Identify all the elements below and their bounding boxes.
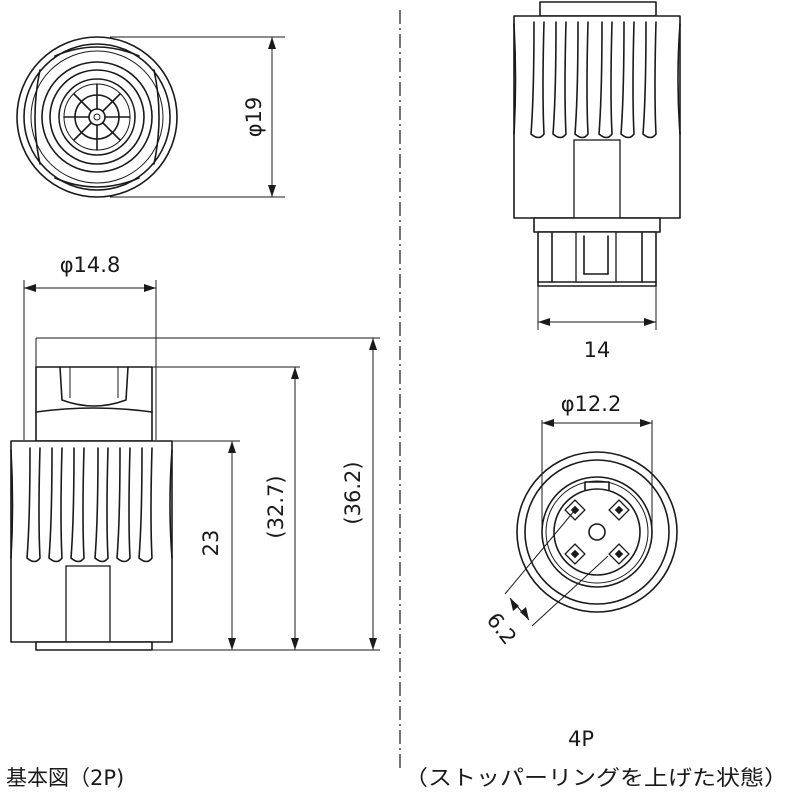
end-view-4p	[504, 420, 678, 627]
dim-length-short: (32.7)	[264, 367, 299, 650]
dim-label-36-2: (36.2)	[341, 461, 365, 524]
caption-basic-2p: 基本図（2P)	[6, 766, 124, 790]
dim-label-32-7: (32.7)	[264, 475, 288, 538]
dim-length-long: (36.2)	[341, 338, 377, 650]
dim-label-19: φ19	[242, 97, 266, 138]
knurl-ring	[30, 46, 164, 188]
dim-label-23: 23	[199, 530, 223, 557]
dim-pin-spacing: 6.2	[482, 597, 530, 649]
side-view-2p	[10, 280, 380, 651]
dim-body-height: 23	[199, 441, 236, 650]
side-view-4p	[513, 1, 681, 330]
dim-end-view-diameter: φ19	[242, 37, 276, 197]
dim-body-diameter: φ14.8	[24, 253, 156, 292]
ribbed-grip-4p	[513, 21, 681, 139]
caption-4p-note: （ストッパーリングを上げた状態）	[404, 766, 788, 790]
dim-label-14: 14	[584, 338, 611, 362]
dim-label-14-8: φ14.8	[60, 253, 121, 277]
dim-inner-diameter-4p: φ12.2	[542, 392, 652, 427]
ribbed-grip	[10, 447, 173, 563]
dim-label-12-2: φ12.2	[561, 392, 622, 416]
grille-pattern	[63, 83, 131, 151]
caption-4p-title: 4P	[568, 727, 594, 751]
end-view-2p	[16, 36, 285, 198]
dim-label-6-2: 6.2	[482, 608, 521, 649]
dim-width-4p: 14	[538, 318, 656, 362]
